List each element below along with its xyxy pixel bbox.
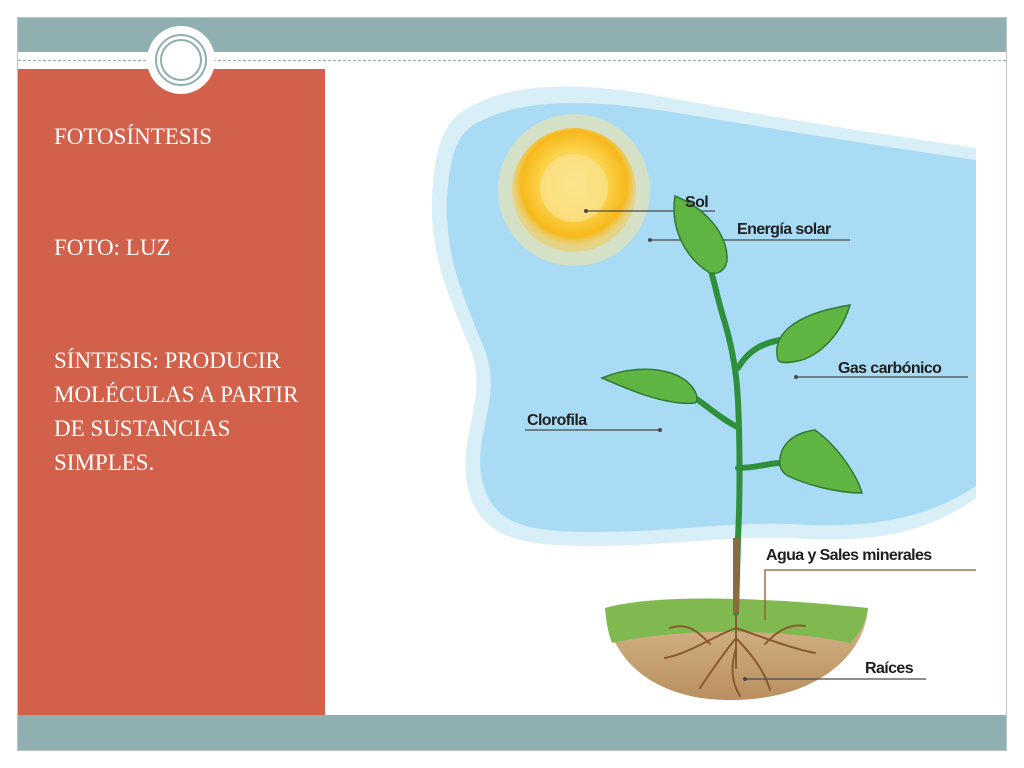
slide-title: FOTOSÍNTESIS xyxy=(54,124,213,149)
roots xyxy=(664,607,816,697)
label-gas-carbonico: Gas carbónico xyxy=(838,360,942,377)
stem xyxy=(692,265,783,616)
title-panel xyxy=(18,69,325,716)
label-clorofila: Clorofila xyxy=(527,412,587,429)
bottom-bar xyxy=(18,715,1006,750)
label-energia-solar: Energía solar xyxy=(737,221,831,238)
leaves xyxy=(600,194,863,494)
label-sol: Sol xyxy=(685,194,708,211)
photosynthesis-diagram: Sol Energía solar Gas carbónico Clorofil… xyxy=(431,86,976,701)
subtitle-sintesis: SÍNTESIS: PRODUCIR MOLÉCULAS A PARTIR DE… xyxy=(54,348,299,475)
decorative-ring-icon xyxy=(147,26,215,94)
subtitle-foto: FOTO: LUZ xyxy=(54,235,171,260)
label-agua-sales: Agua y Sales minerales xyxy=(766,547,932,564)
divider-line xyxy=(18,60,1006,61)
label-raices: Raíces xyxy=(865,660,914,677)
